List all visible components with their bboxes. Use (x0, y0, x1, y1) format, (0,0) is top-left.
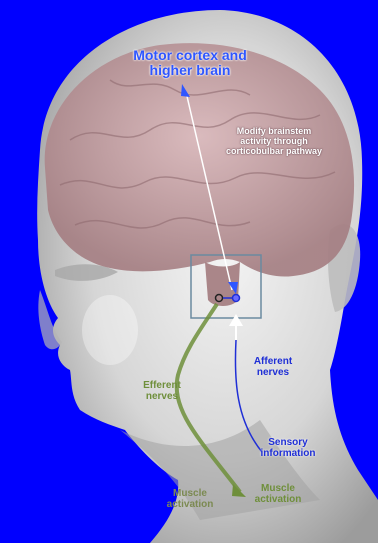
motor-cortex-label-line: higher brain (110, 63, 270, 78)
muscle-left-label-line: activation (150, 499, 230, 510)
muscle-activation-label-right: Muscle activation (236, 483, 320, 505)
efferent-nerves-label: Efferent nerves (122, 380, 202, 402)
sensory-label-line: information (248, 448, 328, 459)
modify-brainstem-label: Modify brainstem activity through cortic… (212, 127, 336, 157)
afferent-label-line: nerves (238, 367, 308, 378)
sensory-information-label: Sensory information (248, 437, 328, 459)
efferent-label-line: nerves (122, 391, 202, 402)
muscle-activation-label-left: Muscle activation (150, 488, 230, 510)
sensory-label-line: Sensory (248, 437, 328, 448)
afferent-nerves-label: Afferent nerves (238, 356, 308, 378)
muscle-right-label-line: Muscle (236, 483, 320, 494)
afferent-label-line: Afferent (238, 356, 308, 367)
muscle-left-label-line: Muscle (150, 488, 230, 499)
muscle-right-label-line: activation (236, 494, 320, 505)
motor-cortex-label: Motor cortex and higher brain (110, 48, 270, 79)
efferent-label-line: Efferent (122, 380, 202, 391)
modify-label-line: corticobulbar pathway (212, 147, 336, 157)
